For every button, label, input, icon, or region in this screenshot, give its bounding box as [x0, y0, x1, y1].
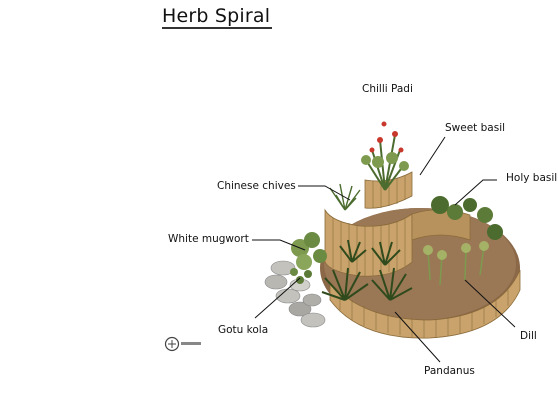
- leader-gotu-kola: [254, 277, 301, 319]
- label-chinese-chives: Chinese chives: [217, 180, 296, 192]
- leader-dill: [464, 279, 516, 328]
- plant-gotu-kola: [290, 268, 312, 284]
- label-chilli-padi: Chilli Padi: [362, 83, 413, 95]
- label-white-mugwort: White mugwort: [168, 233, 249, 245]
- plant-dill: [423, 241, 489, 286]
- label-dill: Dill: [520, 330, 537, 342]
- label-gotu-kola: Gotu kola: [218, 324, 269, 336]
- leader-sweet-basil: [419, 136, 446, 176]
- diagram-title: Herb Spiral: [162, 5, 271, 27]
- label-pandanus: Pandanus: [424, 365, 475, 377]
- title-underline: [162, 27, 272, 29]
- plant-chinese-chives: [329, 183, 361, 211]
- label-holy-basil: Holy basil: [506, 172, 558, 184]
- plant-chilli-padi: [361, 121, 409, 191]
- label-sweet-basil: Sweet basil: [445, 122, 506, 134]
- leader-holy-basil: [454, 179, 497, 206]
- leader-pandanus: [394, 311, 441, 363]
- plant-holy-basil: [431, 196, 503, 240]
- plant-pandanus: [321, 239, 413, 301]
- leader-chinese-chives: [298, 185, 351, 201]
- outer-log-wall: [329, 269, 521, 339]
- leader-lines: [252, 136, 516, 363]
- publisher-logo: [164, 336, 201, 352]
- leader-white-mugwort: [252, 239, 306, 251]
